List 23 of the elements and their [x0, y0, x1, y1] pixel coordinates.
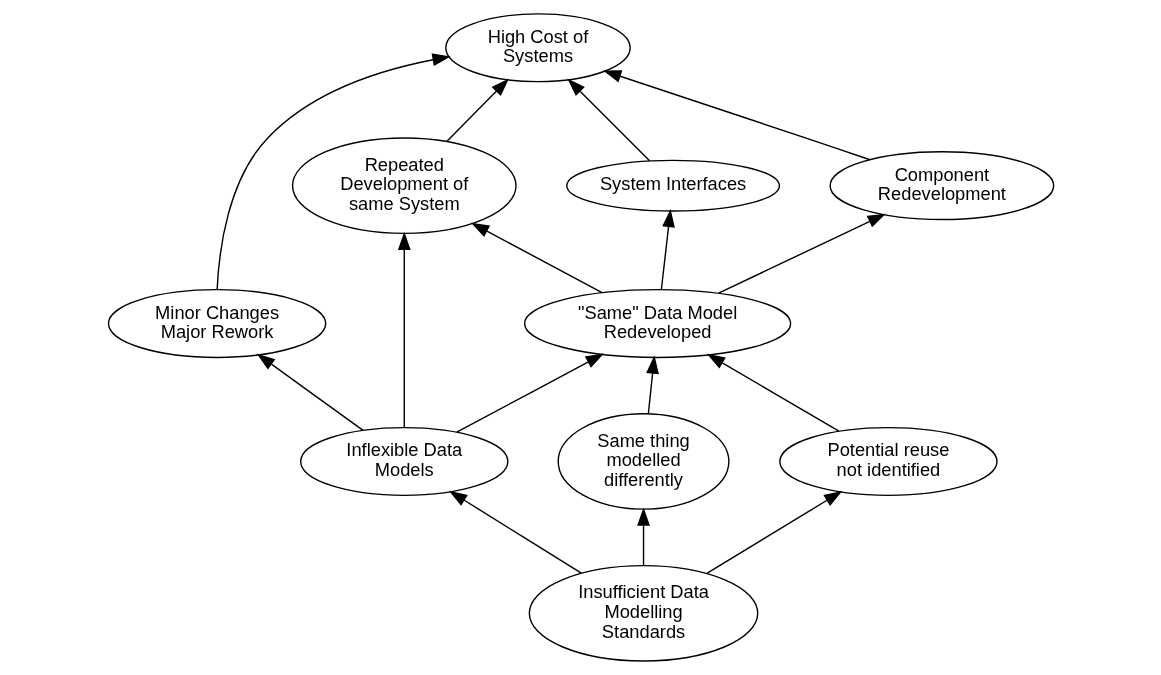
- arrow: [455, 353, 604, 433]
- node-ellipse: Same thing modelled differently: [557, 413, 730, 510]
- arrow: [706, 353, 840, 432]
- arrow: [445, 78, 509, 142]
- node-ellipse: Minor Changes Major Rework: [107, 288, 326, 359]
- arrow: [645, 355, 659, 415]
- arrow: [397, 231, 411, 428]
- arrow: [215, 53, 451, 291]
- arrow: [636, 507, 650, 566]
- arrow: [566, 78, 650, 162]
- arrow: [660, 208, 675, 291]
- arrow: [717, 213, 886, 294]
- arrow: [256, 353, 363, 431]
- node-ellipse: System Interfaces: [565, 159, 780, 212]
- arrow: [602, 70, 871, 161]
- arrow: [448, 490, 582, 574]
- node-ellipse: Inflexible Data Models: [299, 426, 509, 497]
- arrow: [706, 490, 842, 574]
- node-ellipse: Insufficient Data Modelling Standards: [528, 564, 758, 662]
- node-ellipse: Component Redevelopment: [828, 151, 1054, 221]
- arrow: [470, 222, 603, 294]
- node-ellipse: Potential reuse not identified: [778, 426, 998, 497]
- node-ellipse: "Same" Data Model Redeveloped: [523, 288, 791, 359]
